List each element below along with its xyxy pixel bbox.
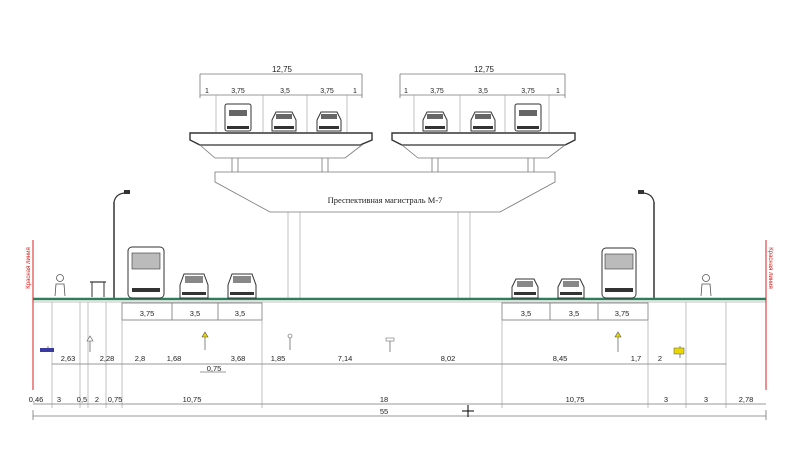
bottom-dim-3: 2 <box>95 395 99 404</box>
overpass-right-total: 12,75 <box>474 65 495 74</box>
sub-dim-9: 1,7 <box>631 354 641 363</box>
sub-dim-8: 8,45 <box>553 354 568 363</box>
red-line-right-label: Красная линия <box>767 247 773 289</box>
bottom-dim-4: 0,75 <box>108 395 123 404</box>
sub-dimensions: 2,63 2,28 2,8 1,68 3,68 1,85 7,14 8,02 8… <box>52 354 726 373</box>
overpass-left-truck-icon <box>224 103 252 132</box>
sub-dim-4: 3,68 <box>231 354 246 363</box>
overpass-right-car-icon <box>422 111 448 132</box>
lane-boxes-right: 3,5 3,5 3,75 <box>501 302 649 321</box>
car-right-1-icon <box>511 278 539 299</box>
sub-dim-1: 2,28 <box>100 354 115 363</box>
lane-left-2: 3,5 <box>235 309 245 318</box>
road-sign-yellow-icon <box>673 346 685 358</box>
car-right-2-icon <box>557 278 585 299</box>
bottom-dim-2: 0,5 <box>77 395 87 404</box>
pedestrian-right-icon <box>700 274 712 297</box>
lane-right-2: 3,75 <box>615 309 630 318</box>
overpass-left-car-icon <box>271 111 297 132</box>
bottom-dim-8: 3 <box>664 395 668 404</box>
overpass-right-car-icon <box>470 111 496 132</box>
sub-dim-row2-0: 0,75 <box>207 364 222 373</box>
ground-surface <box>33 297 766 303</box>
lane-left-0: 3,75 <box>140 309 155 318</box>
overpass-right-dim-4: 1 <box>556 88 560 95</box>
red-line-left-label: Красная линия <box>26 247 32 289</box>
sub-dim-0: 2,63 <box>61 354 76 363</box>
pedestrian-left-icon <box>54 274 66 297</box>
road-sign-icon <box>201 331 209 350</box>
bottom-dim-7: 10,75 <box>566 395 585 404</box>
red-line-left: Красная линия <box>26 240 34 390</box>
bottom-dim-10: 2,78 <box>739 395 754 404</box>
road-sign-icon <box>287 333 293 350</box>
overpass-right-truck-icon <box>514 103 542 132</box>
overpass-left: 12,75 1 3,75 3,5 3,75 1 <box>189 65 373 172</box>
street-lamp-left-icon <box>113 190 130 298</box>
road-sign-icon <box>385 337 395 352</box>
sub-dim-5: 1,85 <box>271 354 286 363</box>
sub-dim-6: 7,14 <box>338 354 353 363</box>
sub-dim-7: 8,02 <box>441 354 456 363</box>
car-left-2-icon <box>227 273 257 299</box>
overpass-left-dim-0: 1 <box>205 88 209 95</box>
overpass-left-car-icon <box>316 111 342 132</box>
sub-dim-2: 2,8 <box>135 354 145 363</box>
sub-dim-3: 1,68 <box>167 354 182 363</box>
car-left-1-icon <box>179 273 209 299</box>
overpass-right-dim-1: 3,75 <box>430 88 444 95</box>
overpass-left-dim-2: 3,5 <box>280 88 290 95</box>
red-line-right: Красная линия <box>765 240 773 390</box>
overpass-right-dim-2: 3,5 <box>478 88 488 95</box>
overpass-left-dim-3: 3,75 <box>320 88 334 95</box>
street-lamp-right-icon <box>638 190 655 298</box>
total-width: 55 <box>380 407 388 416</box>
road-sign-icon <box>86 335 94 352</box>
diagram-title: Преспективная магистраль М-7 <box>328 195 443 205</box>
bottom-dim-1: 3 <box>57 395 61 404</box>
sub-dim-10: 2 <box>658 354 662 363</box>
lane-boxes-left: 3,75 3,5 3,5 <box>121 302 263 321</box>
overpass-right: 12,75 1 3,75 3,5 3,75 1 <box>391 65 576 172</box>
bottom-dim-5: 10,75 <box>183 395 202 404</box>
overpass-right-dim-0: 1 <box>404 88 408 95</box>
lane-right-0: 3,5 <box>521 309 531 318</box>
overpass-left-total: 12,75 <box>272 65 293 74</box>
road-sign-blue-icon <box>40 346 54 352</box>
lane-right-1: 3,5 <box>569 309 579 318</box>
reference-lines <box>51 302 727 408</box>
overpass-right-dim-3: 3,75 <box>521 88 535 95</box>
overpass-left-dim-4: 1 <box>353 88 357 95</box>
bench-left-icon <box>90 281 106 297</box>
bottom-dim-6: 18 <box>380 395 388 404</box>
road-sign-icon <box>614 331 622 352</box>
bottom-dim-0: 0,46 <box>29 395 44 404</box>
bottom-dimensions: 0,46 3 0,5 2 0,75 10,75 18 10,75 3 3 2,7… <box>29 395 767 420</box>
bus-left-icon <box>127 246 165 299</box>
bridge-support: Преспективная магистраль М-7 <box>214 171 556 298</box>
overpass-left-dim-1: 3,75 <box>231 88 245 95</box>
lane-left-1: 3,5 <box>190 309 200 318</box>
bottom-dim-9: 3 <box>704 395 708 404</box>
crosshair-cursor-icon <box>462 405 474 417</box>
bus-right-icon <box>601 247 637 299</box>
